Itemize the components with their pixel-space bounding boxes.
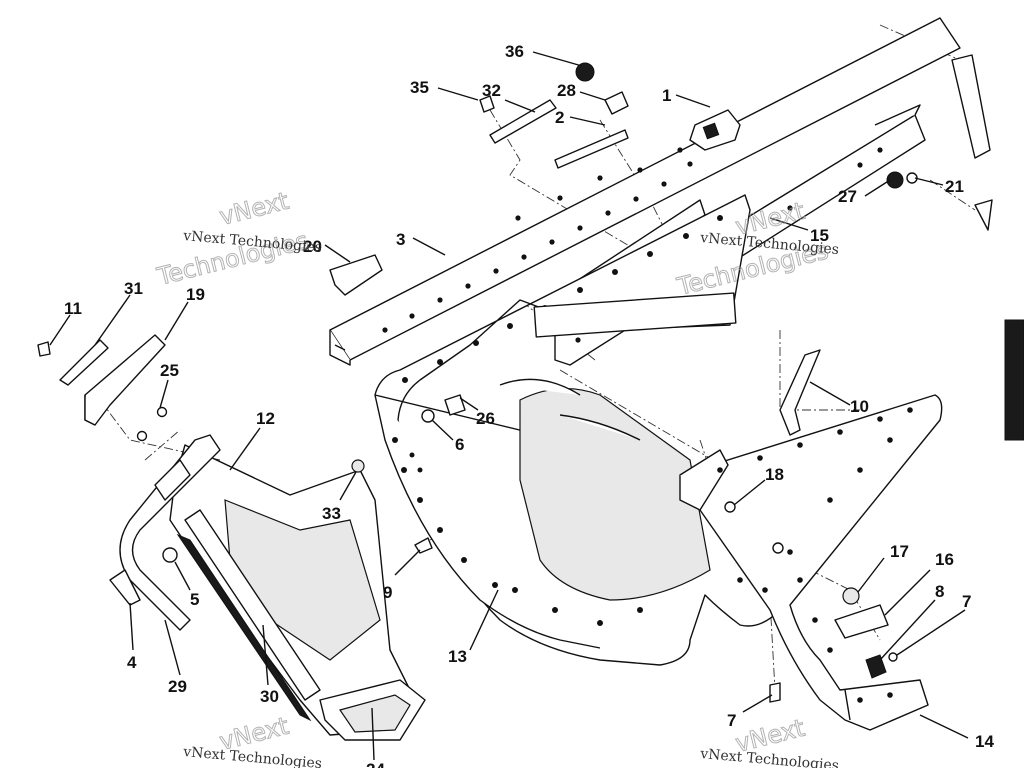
part-12-grille-housing bbox=[169, 444, 426, 741]
part-18-screw bbox=[724, 501, 736, 513]
callout-20: 20 bbox=[303, 237, 322, 256]
part-10-bracket bbox=[779, 349, 821, 436]
callout-17: 17 bbox=[890, 542, 909, 561]
part-16-bracket bbox=[834, 604, 889, 639]
callout-32: 32 bbox=[482, 81, 501, 100]
part-6-washer bbox=[421, 409, 435, 423]
callout-2: 2 bbox=[555, 108, 564, 127]
callout-3: 3 bbox=[396, 230, 405, 249]
callout-6: 6 bbox=[455, 435, 464, 454]
callout-11: 11 bbox=[64, 299, 82, 318]
callout-25: 25 bbox=[160, 361, 179, 380]
callout-12: 12 bbox=[256, 409, 275, 428]
part-2-strip bbox=[554, 129, 629, 169]
callout-7-upper: 7 bbox=[962, 592, 971, 611]
part-28-bolt bbox=[604, 91, 629, 115]
part-26-clip bbox=[444, 394, 466, 416]
callout-9: 9 bbox=[383, 583, 392, 602]
callout-13: 13 bbox=[448, 647, 467, 666]
part-8-fastener bbox=[865, 654, 887, 679]
callout-26: 26 bbox=[476, 409, 495, 428]
part-17-plug bbox=[842, 587, 860, 605]
part-35-screw bbox=[479, 95, 495, 113]
callout-8: 8 bbox=[935, 582, 944, 601]
small-parts bbox=[37, 54, 1024, 703]
callout-30: 30 bbox=[260, 687, 279, 706]
callout-29: 29 bbox=[168, 677, 187, 696]
callout-labels: 36 35 32 28 1 2 21 27 15 3 20 31 19 11 2… bbox=[64, 42, 994, 768]
callout-18: 18 bbox=[765, 465, 784, 484]
callout-16: 16 bbox=[935, 550, 954, 569]
callout-15: 15 bbox=[810, 226, 829, 245]
part-29-grille-frame bbox=[119, 434, 221, 631]
callout-33: 33 bbox=[322, 504, 341, 523]
part-36-nut bbox=[575, 62, 595, 82]
part-25-screw-b bbox=[136, 430, 148, 442]
part-7-screw bbox=[888, 652, 898, 662]
part-9-screw bbox=[414, 537, 433, 554]
part-11-screw bbox=[37, 341, 51, 357]
callout-1: 1 bbox=[662, 86, 671, 105]
callout-10: 10 bbox=[850, 397, 869, 416]
part-20-clip bbox=[329, 254, 383, 296]
callout-35: 35 bbox=[410, 78, 429, 97]
part-19-bracket bbox=[59, 334, 166, 426]
callout-4: 4 bbox=[127, 653, 137, 672]
leader-lines bbox=[49, 51, 969, 761]
part-33-grommet bbox=[351, 459, 365, 473]
part-27-grommet bbox=[886, 171, 904, 189]
callout-14: 14 bbox=[975, 732, 994, 751]
callout-31: 31 bbox=[124, 279, 143, 298]
part-13-dash-panel bbox=[374, 194, 781, 666]
callout-24: 24 bbox=[366, 760, 385, 768]
callout-27: 27 bbox=[838, 187, 857, 206]
callout-7-lower: 7 bbox=[727, 711, 736, 730]
callout-28: 28 bbox=[557, 81, 576, 100]
watermark-vnext-top-left: vNext bbox=[217, 187, 292, 231]
part-7-screw-lower bbox=[769, 682, 781, 703]
callout-21: 21 bbox=[945, 177, 964, 196]
callout-5: 5 bbox=[190, 590, 199, 609]
callout-36: 36 bbox=[505, 42, 524, 61]
part-4-clip bbox=[109, 569, 141, 606]
part-14-frame-rail bbox=[679, 394, 943, 731]
part-25-screw-a bbox=[156, 406, 168, 418]
callout-19: 19 bbox=[186, 285, 205, 304]
part-32-clip bbox=[489, 99, 557, 144]
